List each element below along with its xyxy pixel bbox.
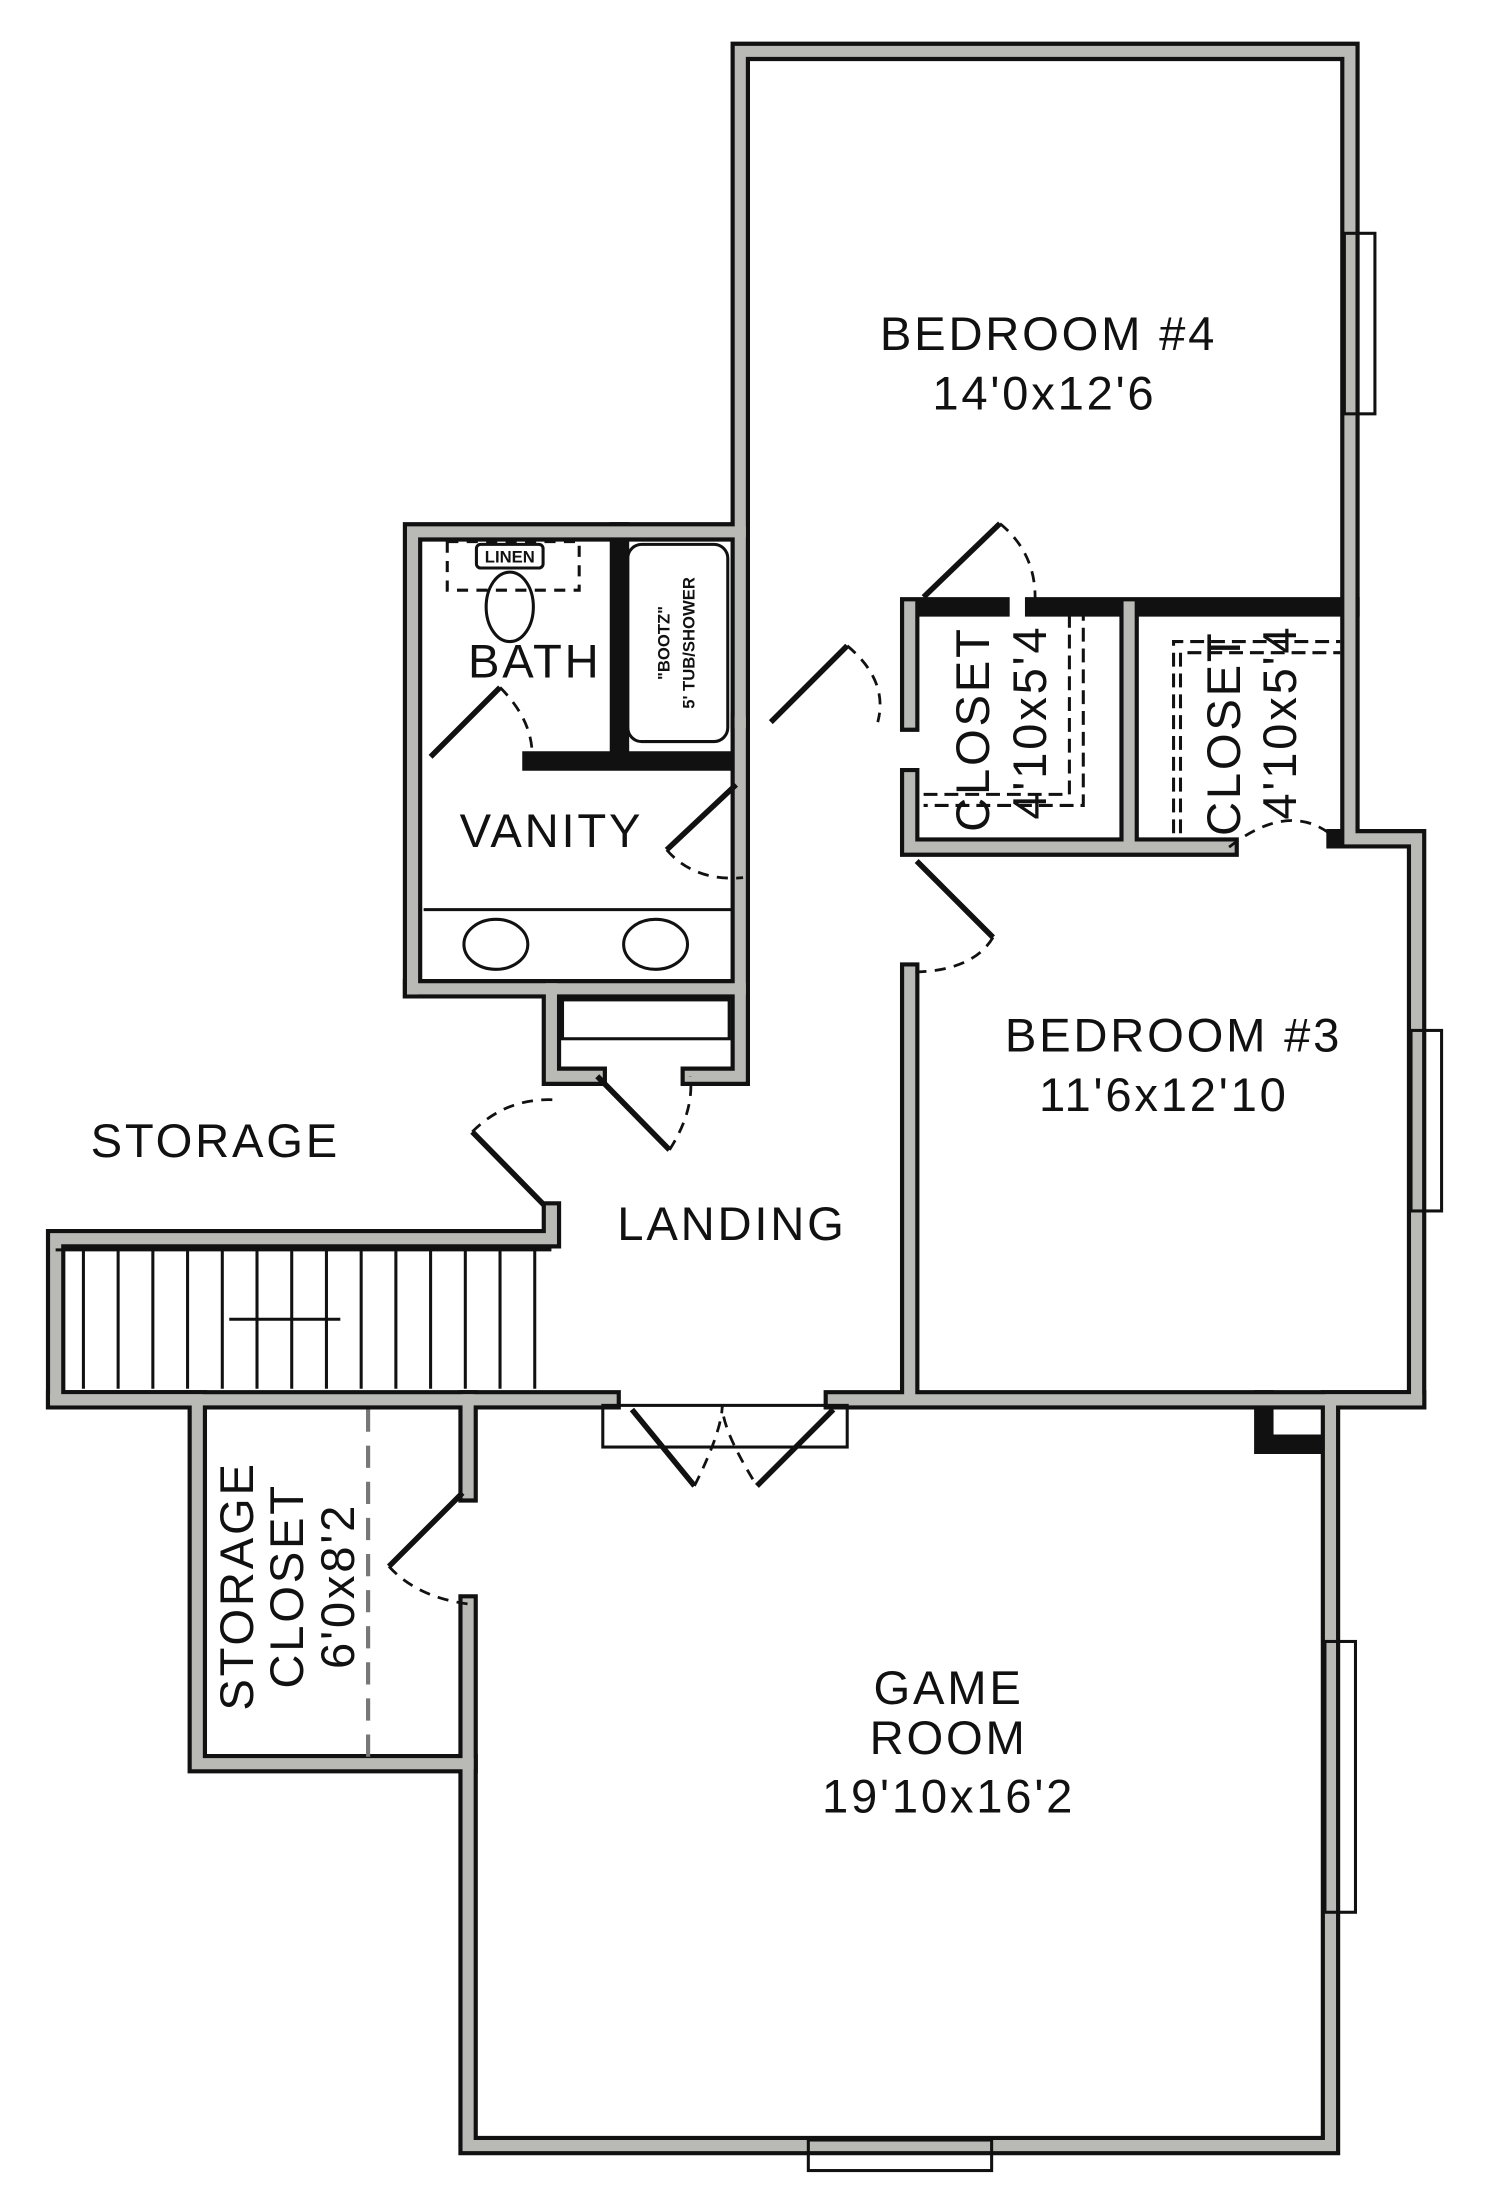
tub-label-1: "BOOTZ" <box>654 606 673 680</box>
bathtub-icon <box>626 542 730 744</box>
vanity-label: VANITY <box>460 805 644 858</box>
fixtures: LINEN "BOOTZ" 5' TUB/SHOWER <box>366 540 1341 1757</box>
closet1-name: CLOSET <box>947 626 1000 832</box>
room-labels: BEDROOM #4 14'0x12'6 BEDROOM #3 11'6x12'… <box>91 308 1342 1823</box>
closet2-name: CLOSET <box>1198 630 1251 836</box>
game-room-size: 19'10x16'2 <box>822 1770 1075 1823</box>
bedroom4-size: 14'0x12'6 <box>932 368 1156 421</box>
sink-icon <box>462 917 530 971</box>
storage-closet-line2: CLOSET <box>261 1483 314 1689</box>
doors <box>386 521 1337 1606</box>
bedroom3-name: BEDROOM #3 <box>1005 1009 1342 1062</box>
game-room-line2: ROOM <box>870 1712 1028 1765</box>
sink-icon <box>622 917 690 971</box>
storage-closet-line1: STORAGE <box>211 1461 264 1710</box>
closet2-size: 4'10x5'4 <box>1254 625 1307 820</box>
stairs <box>55 1248 552 1389</box>
landing-label: LANDING <box>617 1198 846 1251</box>
walls <box>45 41 1427 2156</box>
storage-label: STORAGE <box>91 1115 340 1168</box>
tub-label-2: 5' TUB/SHOWER <box>679 577 698 709</box>
toilet-icon <box>484 570 535 644</box>
game-room-line1: GAME <box>874 1662 1024 1715</box>
windows <box>806 231 1444 2173</box>
storage-closet-size: 6'0x8'2 <box>312 1503 365 1669</box>
linen-label: LINEN <box>485 547 535 566</box>
bath-label: BATH <box>468 636 602 689</box>
closet1-size: 4'10x5'4 <box>1004 625 1057 820</box>
bedroom4-name: BEDROOM #4 <box>880 308 1217 361</box>
bedroom3-size: 11'6x12'10 <box>1039 1069 1289 1122</box>
